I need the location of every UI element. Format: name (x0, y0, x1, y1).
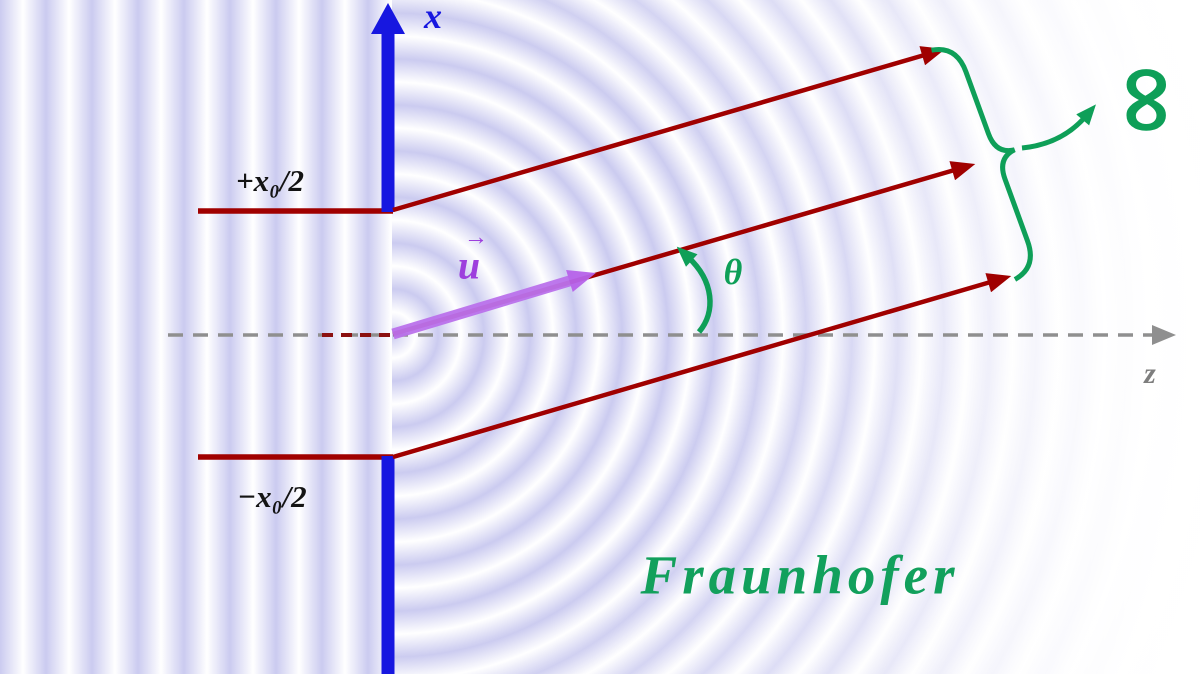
x-axis-label: x (424, 0, 442, 36)
slit-top-label: +x₀/2 (235, 163, 305, 198)
infinity-arrow (1021, 104, 1096, 151)
ray-top (392, 46, 946, 213)
slit-bottom-label: −x₀/2 (237, 479, 307, 514)
u-vector-label: u (457, 242, 481, 288)
infinity-label: ∞ (1095, 60, 1200, 140)
ray-bottom (392, 273, 1012, 460)
brace-icon (931, 46, 1033, 282)
theta-angle-arc (676, 246, 713, 334)
theta-label: θ (723, 252, 743, 292)
z-axis-label: z (1144, 357, 1156, 390)
diagram-title: Fraunhofer (640, 544, 960, 606)
brace-group (931, 46, 1033, 282)
x-axis-arrowhead-icon (371, 3, 405, 34)
u-vector-accent: → (464, 224, 488, 251)
u-vector-arrow (391, 269, 596, 340)
